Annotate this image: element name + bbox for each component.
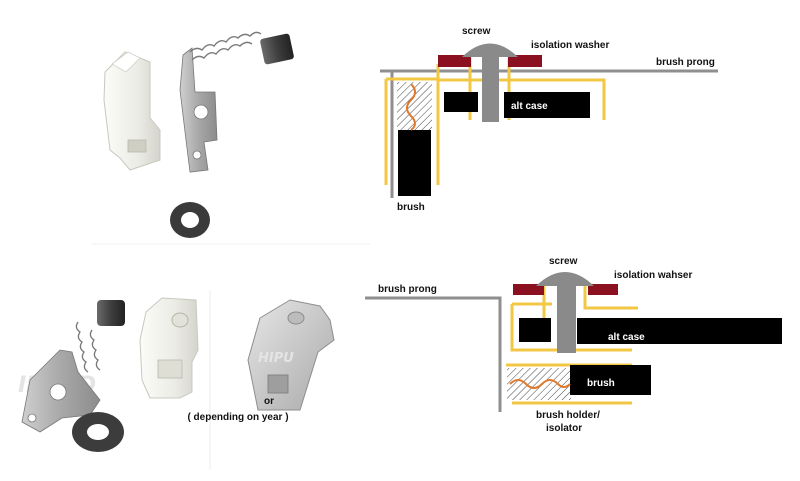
isolation-washer-left bbox=[438, 55, 471, 67]
brush-prong bbox=[365, 296, 502, 412]
carbon-brush bbox=[260, 33, 294, 65]
brush-holder-label: brush holder/ bbox=[536, 410, 600, 421]
screw-head bbox=[462, 43, 518, 57]
diagram-top: screw isolation washer brush prong alt c… bbox=[380, 26, 718, 213]
watermark-logo: HIPU bbox=[258, 351, 294, 366]
alt-case bbox=[504, 92, 590, 118]
brush-prong-label: brush prong bbox=[378, 284, 437, 295]
rubber-washer bbox=[170, 202, 210, 238]
brush-spring bbox=[75, 321, 101, 373]
photo-bottom-brush-kit: IDNFD HIPU or bbox=[18, 290, 335, 470]
brush-spring bbox=[509, 379, 571, 389]
screw-label: screw bbox=[462, 26, 491, 37]
brush-spring bbox=[189, 31, 262, 61]
screw-shaft bbox=[557, 285, 576, 353]
insulator-screw-right bbox=[583, 286, 638, 310]
plastic-brush-holder bbox=[103, 51, 161, 171]
spring-hatch bbox=[507, 368, 571, 400]
isolation-washer-right bbox=[508, 55, 542, 67]
isolation-washer-right bbox=[588, 284, 618, 295]
brush-label: brush bbox=[587, 378, 615, 389]
isolation-washer-label: isolation wahser bbox=[614, 270, 692, 281]
screw-label: screw bbox=[549, 256, 578, 267]
metal-brush-prong bbox=[21, 300, 125, 433]
insulator-case-top bbox=[436, 64, 606, 120]
screw-head bbox=[536, 272, 594, 286]
depending-on-year-label: ( depending on year ) bbox=[187, 412, 288, 423]
brush-spring bbox=[406, 83, 416, 131]
plastic-brush-holder bbox=[139, 297, 199, 399]
brush bbox=[398, 130, 431, 196]
alt-case-label: alt case bbox=[511, 101, 548, 112]
isolation-washer-label: isolation washer bbox=[531, 40, 609, 51]
alt-case bbox=[577, 318, 782, 344]
gray-plastic-brush-holder: HIPU bbox=[247, 299, 335, 411]
alt-case-left bbox=[444, 92, 478, 112]
insulator-case bbox=[510, 304, 632, 352]
carbon-brush bbox=[97, 300, 125, 326]
metal-brush-prong bbox=[179, 47, 218, 173]
brush bbox=[570, 365, 651, 395]
screw-shaft bbox=[482, 56, 499, 122]
rubber-washer bbox=[72, 412, 124, 452]
isolation-washer-left bbox=[513, 284, 544, 295]
alt-case-label: alt case bbox=[608, 332, 645, 343]
brush-prong-label: brush prong bbox=[656, 57, 715, 68]
isolator-label: isolator bbox=[546, 423, 582, 434]
or-label: or bbox=[264, 396, 274, 407]
brush-label: brush bbox=[397, 202, 425, 213]
diagram-bottom: screw isolation wahser brush prong alt c… bbox=[365, 256, 782, 434]
alt-case-left bbox=[519, 318, 551, 342]
photo-top-brush-kit bbox=[92, 31, 370, 245]
